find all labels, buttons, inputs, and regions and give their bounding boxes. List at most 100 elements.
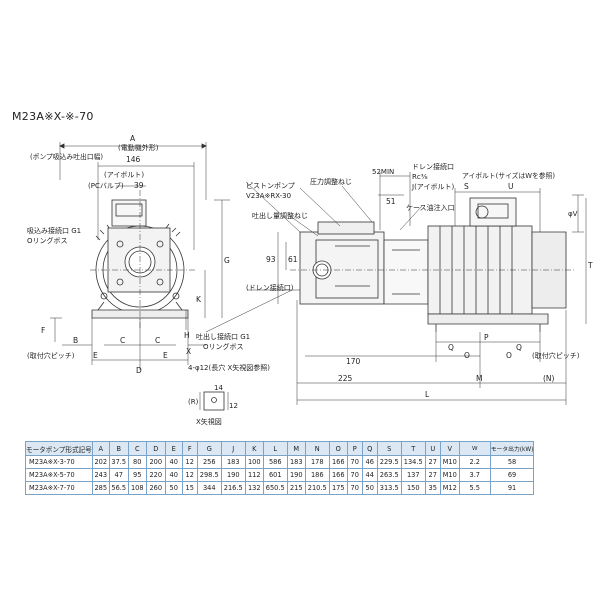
col-header: J bbox=[220, 441, 246, 456]
case-oil-port-label: ケース油注入口 bbox=[406, 203, 455, 212]
pressure-screw-label: 圧力調整ねじ bbox=[310, 177, 352, 186]
dim-q-right-label: Q bbox=[516, 343, 522, 352]
col-header: V bbox=[439, 441, 460, 456]
dim-l-label: L bbox=[425, 390, 430, 399]
pump-width-label: (ポンプ吸込み吐出口幅) bbox=[30, 152, 103, 161]
motor-outer-label: (電動機外形) bbox=[118, 143, 159, 152]
hole-note-label: 4-φ12(長穴 X矢視図参照) bbox=[188, 363, 270, 372]
table-cell: 166 bbox=[328, 455, 348, 469]
discharge-port-label: 吐出し接続口 G1 bbox=[196, 332, 250, 341]
dim-39-label: 39 bbox=[134, 181, 144, 190]
table-cell: 50 bbox=[164, 481, 183, 495]
col-header: モータ出力(kW) bbox=[489, 441, 535, 456]
table-cell: 70 bbox=[346, 468, 363, 482]
pump-model-label: V23A※RX-30 bbox=[246, 192, 291, 200]
table-cell: 344 bbox=[196, 481, 222, 495]
table-cell: 112 bbox=[244, 468, 264, 482]
table-cell: 586 bbox=[262, 455, 288, 469]
dim-h-label: H bbox=[184, 331, 190, 340]
table-cell: 56.5 bbox=[108, 481, 129, 495]
table-cell: 200 bbox=[145, 455, 166, 469]
mount-pitch-right-label: (取付穴ピッチ) bbox=[532, 351, 580, 360]
col-header: M bbox=[286, 441, 306, 456]
table-cell: 166 bbox=[328, 468, 348, 482]
table-cell: 190 bbox=[220, 468, 246, 482]
dim-v-label: φV bbox=[568, 210, 578, 218]
table-cell: 190 bbox=[286, 468, 306, 482]
table-cell: 132 bbox=[244, 481, 264, 495]
dimension-table: モータポンプ形式記号 A B C D E F G J K L M N O P Q… bbox=[25, 441, 535, 495]
table-cell: 263.5 bbox=[376, 468, 402, 482]
dim-x-label: X bbox=[186, 347, 191, 356]
dim-51-label: 51 bbox=[386, 197, 396, 206]
dim-e-right-label: E bbox=[163, 351, 168, 360]
table-cell: M12 bbox=[439, 481, 460, 495]
table-cell: 183 bbox=[220, 455, 246, 469]
dim-d-label: D bbox=[136, 366, 142, 375]
table-cell: 150 bbox=[400, 481, 426, 495]
eyebolt-label: (アイボルト) bbox=[104, 171, 144, 179]
col-header: O bbox=[328, 441, 348, 456]
table-cell: 220 bbox=[145, 468, 166, 482]
table-cell: 202 bbox=[91, 455, 110, 469]
col-header: T bbox=[400, 441, 426, 456]
model-cell: M23A※X-5-70 bbox=[25, 468, 93, 482]
col-header: P bbox=[346, 441, 363, 456]
table-cell: 70 bbox=[346, 481, 363, 495]
col-header: モータポンプ形式記号 bbox=[25, 441, 93, 456]
table-cell: 12 bbox=[181, 455, 198, 469]
dim-93-label: 93 bbox=[266, 255, 276, 264]
table-cell: 313.5 bbox=[376, 481, 402, 495]
col-header: C bbox=[127, 441, 147, 456]
technical-drawing: A (電動機外形) (ポンプ吸込み吐出口幅) 146 (アイボルト) (PCバル… bbox=[27, 134, 593, 426]
table-cell: 210.5 bbox=[304, 481, 330, 495]
suction-port-label: 吸込み接続口 G1 bbox=[27, 226, 81, 235]
table-cell: 35 bbox=[424, 481, 441, 495]
dim-225-label: 225 bbox=[338, 374, 353, 383]
dim-12-label: 12 bbox=[229, 402, 238, 410]
dim-52min-label: 52MIN bbox=[372, 168, 394, 176]
drain-port-label: ドレン接続口 bbox=[412, 162, 454, 171]
table-cell: 40 bbox=[164, 468, 183, 482]
table-cell: 285 bbox=[91, 481, 110, 495]
dim-f-label: F bbox=[41, 326, 45, 335]
col-header: K bbox=[244, 441, 264, 456]
col-header: W bbox=[458, 441, 491, 456]
table-cell: 260 bbox=[145, 481, 166, 495]
dim-170-label: 170 bbox=[346, 357, 361, 366]
dim-61-label: 61 bbox=[288, 255, 298, 264]
mount-pitch-left-label: (取付穴ピッチ) bbox=[27, 351, 75, 360]
table-cell: 601 bbox=[262, 468, 288, 482]
table-cell: 137 bbox=[400, 468, 426, 482]
col-header: G bbox=[196, 441, 222, 456]
o-ring-boss-label: Oリングボス bbox=[27, 236, 68, 245]
table-cell: 100 bbox=[244, 455, 264, 469]
table-cell: 37.5 bbox=[108, 455, 129, 469]
x-arrow-view-label: X矢視図 bbox=[196, 417, 222, 426]
eyebolt-size-label: アイボルト(サイズはWを参照) bbox=[462, 171, 555, 180]
table-cell: 50 bbox=[361, 481, 378, 495]
table-cell: 229.5 bbox=[376, 455, 402, 469]
table-cell: M10 bbox=[439, 455, 460, 469]
discharge-screw-label: 吐出し量調整ねじ bbox=[252, 211, 308, 220]
table-header-row: モータポンプ形式記号 A B C D E F G J K L M N O P Q… bbox=[25, 441, 535, 456]
table-cell: 58 bbox=[489, 455, 535, 469]
col-header: S bbox=[376, 441, 402, 456]
model-cell: M23A※X-7-70 bbox=[25, 481, 93, 495]
table-cell: 2.2 bbox=[458, 455, 491, 469]
table-cell: 650.5 bbox=[262, 481, 288, 495]
table-cell: 256 bbox=[196, 455, 222, 469]
drain-port-side-label: (ドレン接続口) bbox=[246, 283, 294, 292]
table-cell: 80 bbox=[127, 455, 147, 469]
eyebolt-side bbox=[475, 205, 489, 219]
table-cell: 15 bbox=[181, 481, 198, 495]
dim-p-label: P bbox=[484, 333, 489, 342]
j-eyebolt-label: J(アイボルト) bbox=[411, 183, 454, 191]
dim-u-label: U bbox=[508, 182, 514, 191]
o-ring-boss-2-label: Oリングボス bbox=[203, 342, 244, 351]
table-cell: 70 bbox=[346, 455, 363, 469]
table-cell: 243 bbox=[91, 468, 110, 482]
col-header: D bbox=[145, 441, 166, 456]
